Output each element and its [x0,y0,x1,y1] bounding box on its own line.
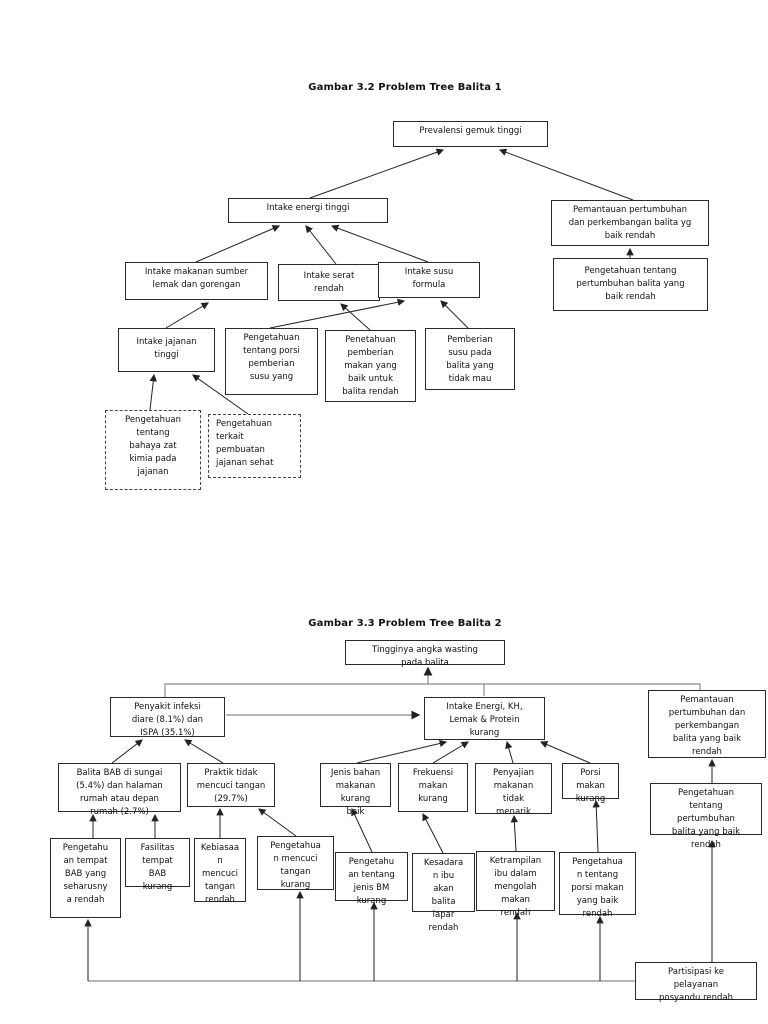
node-pengetahuan-bahaya-zat-kimia: Pengetahuan tentang bahaya zat kimia pad… [105,410,201,490]
node-intake-susu-formula: Intake susu formula [378,262,480,298]
node-kebiasaan-mencuci-tangan: Kebiasaa n mencuci tangan rendah [194,838,246,905]
node-partisipasi-posyandu: Partisipasi ke pelayanan posyandu rendah [635,962,757,1003]
node-prevalensi-gemuk-tinggi: Prevalensi gemuk tinggi [393,121,548,147]
diagram2-title: Gambar 3.3 Problem Tree Balita 2 [308,618,502,629]
node-balita-bab-di-sungai: Balita BAB di sungai (5.4%) dan halaman … [58,763,181,817]
node-pengetahuan-porsi-makan: Pengetahua n tentang porsi makan yang ba… [559,852,636,919]
node-pengetahuan-pertumbuhan-2: Pengetahuan tentang pertumbuhan balita y… [650,783,762,850]
node-intake-serat-rendah: Intake serat rendah [278,264,380,301]
node-ketrampilan-ibu-mengolah: Ketrampilan ibu dalam mengolah makan ren… [476,851,555,918]
node-pengetahuan-porsi-susu: Pengetahuan tentang porsi pemberian susu… [225,328,318,395]
node-intake-energi-kh-lemak-protein: Intake Energi, KH, Lemak & Protein kuran… [424,697,545,740]
node-kesadaran-ibu: Kesadara n ibu akan balita lapar rendah [412,853,475,933]
node-pemantauan-pertumbuhan-1: Pemantauan pertumbuhan dan perkembangan … [551,200,709,246]
node-pemberian-susu-balita: Pemberian susu pada balita yang tidak ma… [425,328,515,390]
node-fasilitas-tempat-bab: Fasilitas tempat BAB kurang [125,838,190,892]
node-tingginya-angka-wasting: Tingginya angka wasting pada balita [345,640,505,668]
node-penyakit-infeksi: Penyakit infeksi diare (8.1%) dan ISPA (… [110,697,225,738]
node-pengetahuan-jenis-bm: Pengetahu an tentang jenis BM kurang [335,852,408,906]
diagram1-title: Gambar 3.2 Problem Tree Balita 1 [308,82,502,93]
node-pengetahuan-pertumbuhan-1: Pengetahuan tentang pertumbuhan balita y… [553,258,708,311]
node-jenis-bahan-makanan: Jenis bahan makanan kurang baik [320,763,391,817]
node-penyajian-makanan-tidak-menarik: Penyajian makanan tidak menarik [475,763,552,817]
node-praktik-tidak-mencuci-tangan: Praktik tidak mencuci tangan (29.7%) [187,763,275,807]
node-intake-jajanan-tinggi: Intake jajanan tinggi [118,328,215,372]
node-intake-energi-tinggi: Intake energi tinggi [228,198,388,223]
node-pengetahuan-pembuatan-jajanan: Pengetahuan terkait pembuatan jajanan se… [208,414,301,478]
node-porsi-makan-kurang: Porsi makan kurang [562,763,619,804]
node-pengetahuan-mencuci-tangan: Pengetahua n mencuci tangan kurang [257,836,334,890]
node-frekuensi-makan-kurang: Frekuensi makan kurang [398,763,468,812]
node-intake-makanan-sumber-lemak: Intake makanan sumber lemak dan gorengan [125,262,268,300]
node-penetahuan-pemberian-makan: Penetahuan pemberian makan yang baik unt… [325,330,416,402]
node-pemantauan-pertumbuhan-2: Pemantauan pertumbuhan dan perkembangan … [648,690,766,758]
node-pengetahuan-tempat-bab: Pengetahu an tempat BAB yang seharusny a… [50,838,121,918]
